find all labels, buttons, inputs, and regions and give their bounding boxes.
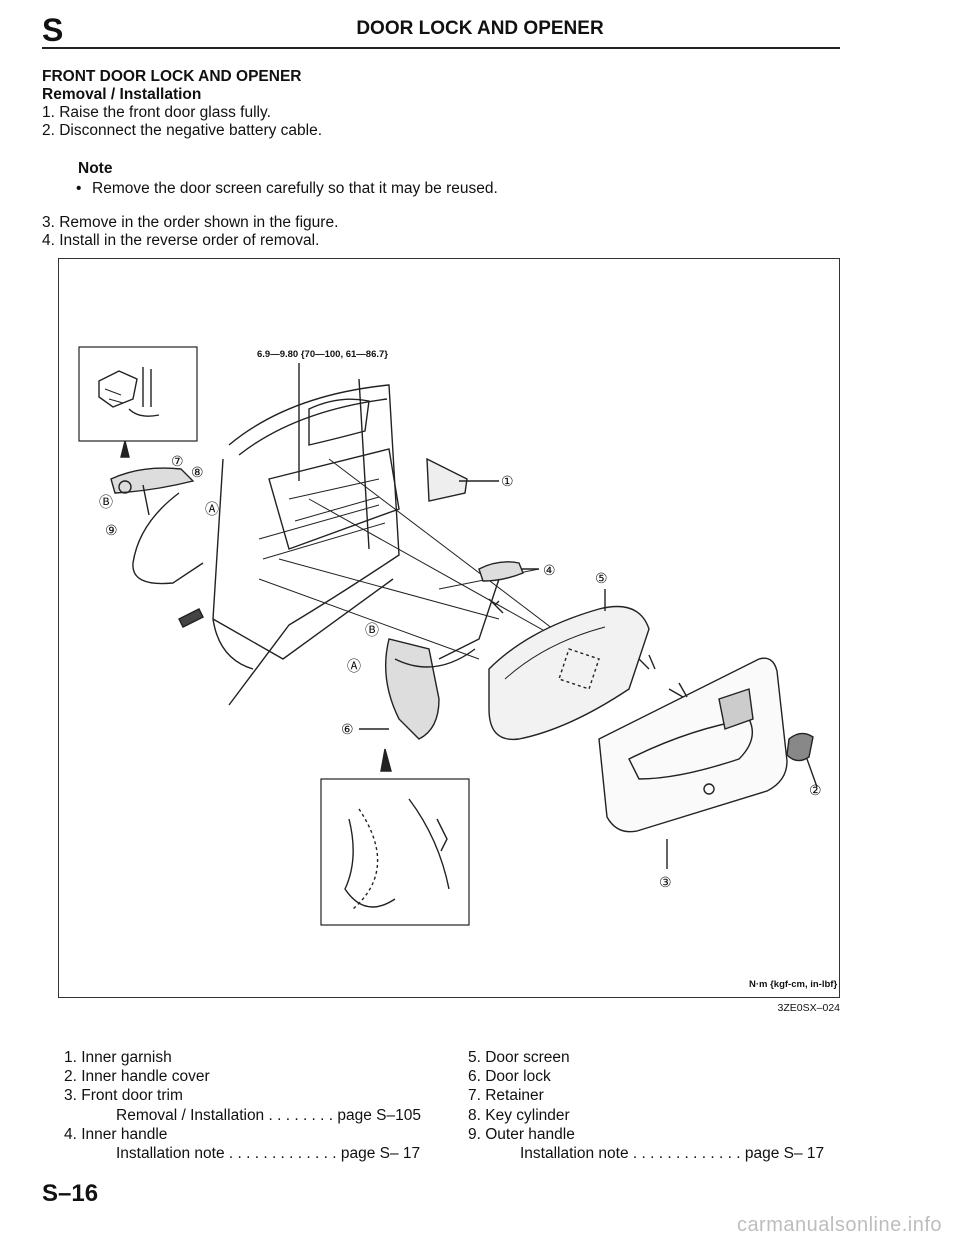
header-rule [42, 47, 840, 49]
callouts: ① ② ③ ④ ⑤ ⑥ ⑦ ⑧ ⑨ Ⓐ Ⓑ Ⓐ Ⓑ [99, 453, 822, 890]
legend-item-7: 7. Retainer [468, 1087, 544, 1105]
door-lock-diagram: 6.9—9.80 {70—100, 61—86.7} [78, 346, 837, 990]
note-text: Remove the door screen carefully so that… [78, 180, 498, 198]
inner-garnish [426, 457, 499, 502]
bolts [178, 608, 688, 698]
legend-item-4-ref: Installation note . . . . . . . . . . . … [116, 1145, 421, 1163]
callout-3: ③ [659, 874, 672, 890]
front-door-trim [598, 657, 788, 869]
legend-item-8: 8. Key cylinder [468, 1106, 570, 1124]
exploded-diagram: 6.9—9.80 {70—100, 61—86.7} [58, 258, 840, 998]
units-label: N·m {kgf-cm, in-lbf} [749, 979, 837, 990]
legend-item-4: 4. Inner handle [64, 1125, 168, 1143]
intro-block: FRONT DOOR LOCK AND OPENER Removal / Ins… [42, 68, 842, 140]
callout-2: ② [809, 782, 822, 798]
callout-a-top: Ⓐ [205, 501, 219, 517]
legend-item-5: 5. Door screen [468, 1049, 570, 1066]
callout-4: ④ [543, 562, 556, 578]
section-letter: S [42, 12, 65, 48]
legend-item-9: 9. Outer handle [468, 1125, 575, 1143]
callout-9: ⑨ [105, 522, 118, 538]
door-frame [212, 378, 400, 706]
legend-item-6: 6. Door lock [468, 1068, 551, 1086]
callout-a-mid: Ⓐ [347, 658, 361, 674]
page-title: DOOR LOCK AND OPENER [356, 18, 604, 39]
note-block: Note Remove the door screen carefully so… [78, 160, 498, 198]
step-2: 2. Disconnect the negative battery cable… [42, 122, 323, 139]
page-number: S–16 [42, 1180, 99, 1207]
callout-7: ⑦ [171, 453, 184, 469]
legend-left: 1. Inner garnish 2. Inner handle cover 3… [64, 1048, 444, 1163]
legend-item-3: 3. Front door trim [64, 1087, 183, 1105]
door-screen [488, 589, 650, 741]
legend-item-9-ref: Installation note . . . . . . . . . . . … [520, 1145, 825, 1163]
callout-5: ⑤ [595, 570, 608, 586]
callout-b-top: Ⓑ [99, 494, 113, 510]
inner-handle [478, 561, 539, 614]
note-label: Note [78, 160, 113, 177]
step-4: 4. Install in the reverse order of remov… [42, 232, 320, 249]
step-1: 1. Raise the front door glass fully. [42, 104, 271, 121]
step-3: 3. Remove in the order shown in the figu… [42, 214, 339, 231]
figure-code: 3ZE0SX–024 [777, 1002, 840, 1014]
door-lock [359, 578, 500, 772]
callout-b-mid: Ⓑ [365, 622, 379, 638]
section-heading: FRONT DOOR LOCK AND OPENER [42, 68, 302, 85]
outer-handle-assembly [110, 467, 204, 585]
watermark: carmanualsonline.info [736, 1214, 942, 1236]
legend-item-3-ref: Removal / Installation . . . . . . . . p… [116, 1106, 421, 1124]
section-subheading: Removal / Installation [42, 86, 202, 103]
legend-right: 5. Door screen 6. Door lock 7. Retainer … [468, 1048, 848, 1163]
door-lock-inset [320, 778, 470, 926]
steps-block: 3. Remove in the order shown in the figu… [42, 214, 338, 250]
legend-item-1: 1. Inner garnish [64, 1049, 172, 1066]
callout-1: ① [501, 473, 514, 489]
torque-label: 6.9—9.80 {70—100, 61—86.7} [257, 349, 388, 360]
inner-handle-cover [786, 732, 818, 788]
callout-6: ⑥ [341, 721, 354, 737]
legend-item-2: 2. Inner handle cover [64, 1068, 210, 1086]
key-cylinder-inset [78, 346, 198, 458]
callout-8: ⑧ [191, 464, 204, 480]
